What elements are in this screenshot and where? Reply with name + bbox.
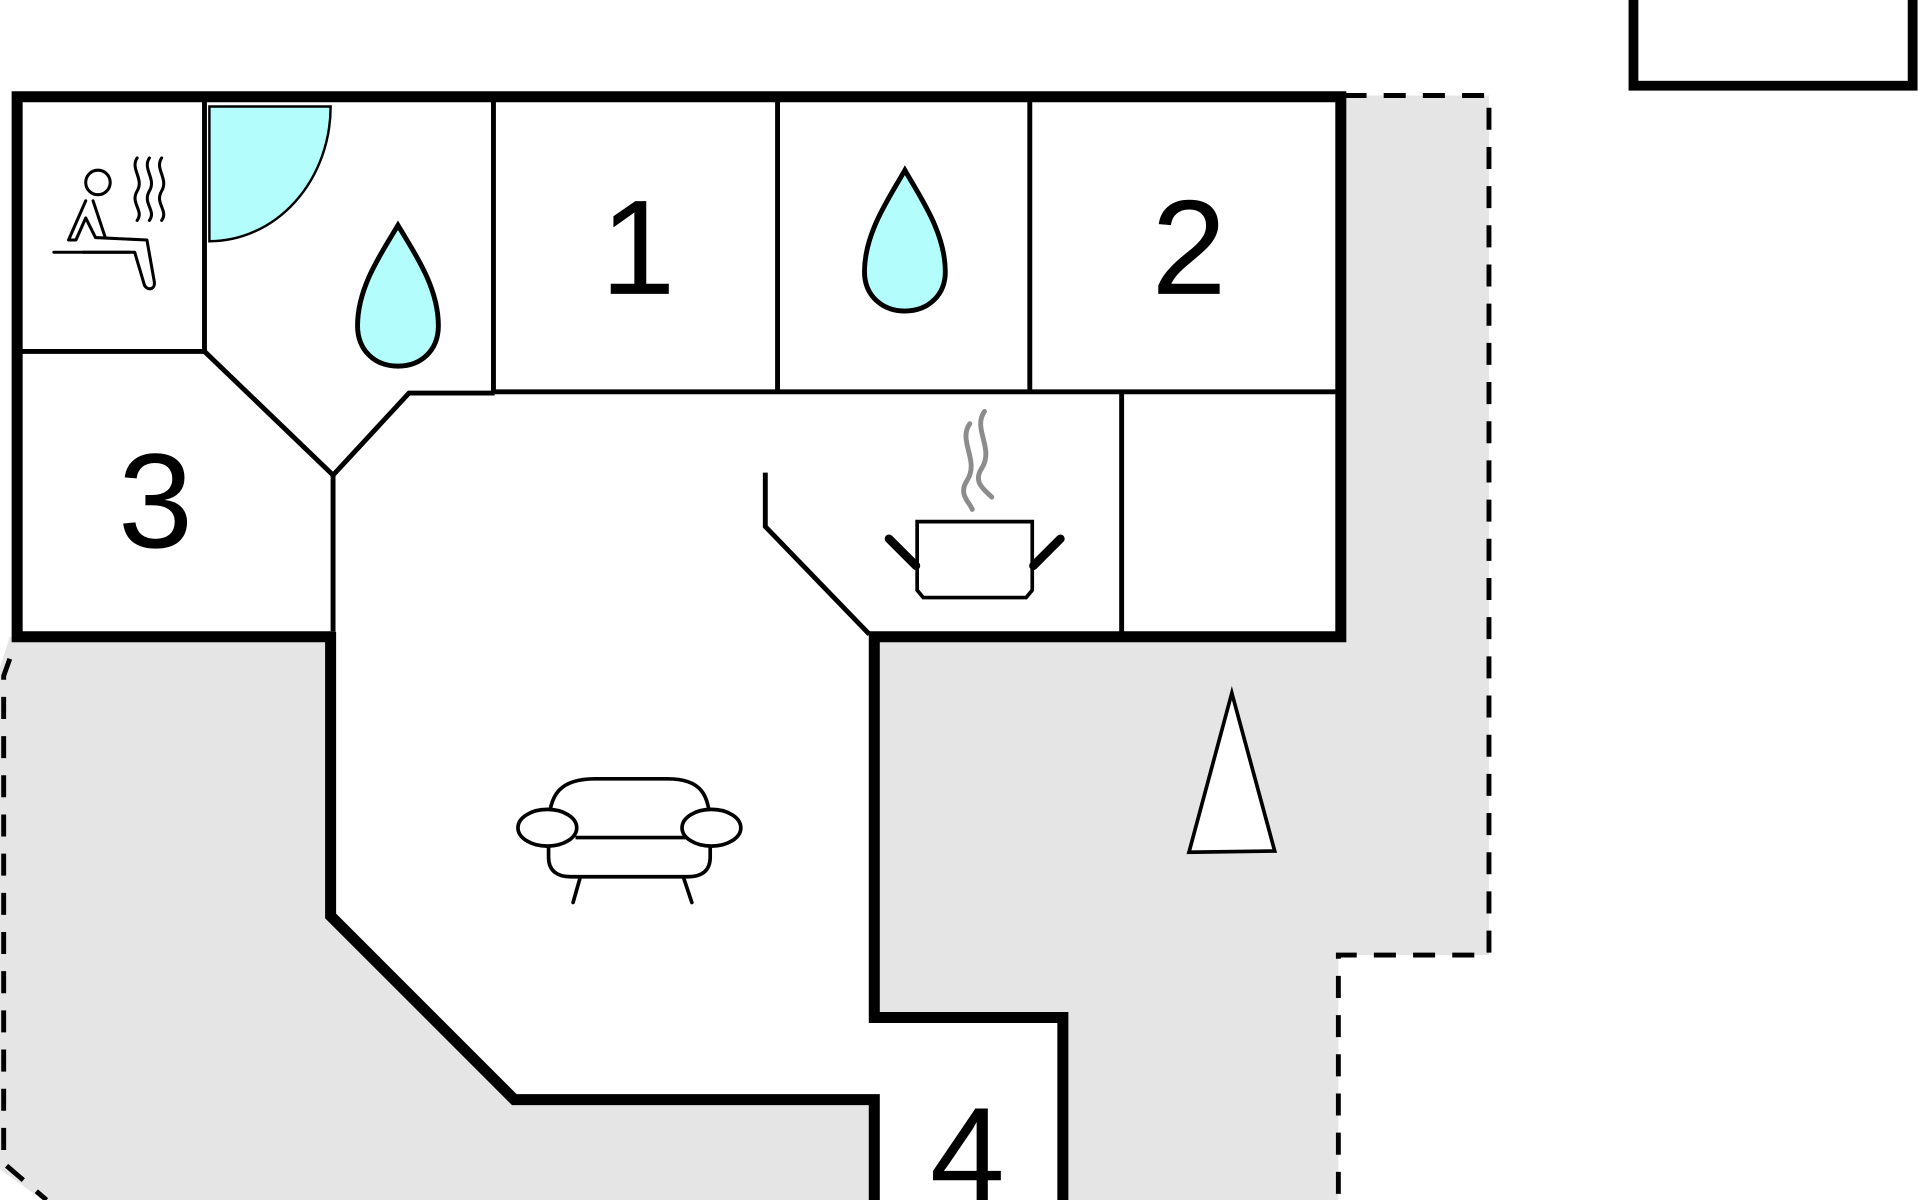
- interior-walls: [22, 101, 1336, 636]
- cooking-pot-icon: [884, 408, 1065, 600]
- room-1-label: 1: [600, 172, 675, 323]
- sofa-icon: [516, 776, 743, 905]
- terrace-left-boundary: [1, 657, 49, 1200]
- outbuilding: [1628, 0, 1918, 91]
- house-floor: [17, 96, 1341, 1200]
- water-drop-icon: [862, 165, 948, 314]
- sauna-icon: [52, 156, 166, 291]
- room-2-label: 2: [1152, 172, 1227, 323]
- exterior-wall: [11, 91, 1347, 1200]
- water-drop-icon: [355, 220, 441, 369]
- room-4-label: 4: [930, 1079, 1005, 1200]
- exterior-wall-living: [325, 631, 880, 1200]
- door-swing: [208, 105, 332, 243]
- terrace-right: [874, 95, 1489, 1200]
- room-3-label: 3: [118, 425, 193, 576]
- terrace-right-boundary: [1335, 93, 1492, 1200]
- triangle-marker-icon: [1186, 686, 1278, 855]
- terrace-left: [0, 636, 875, 1200]
